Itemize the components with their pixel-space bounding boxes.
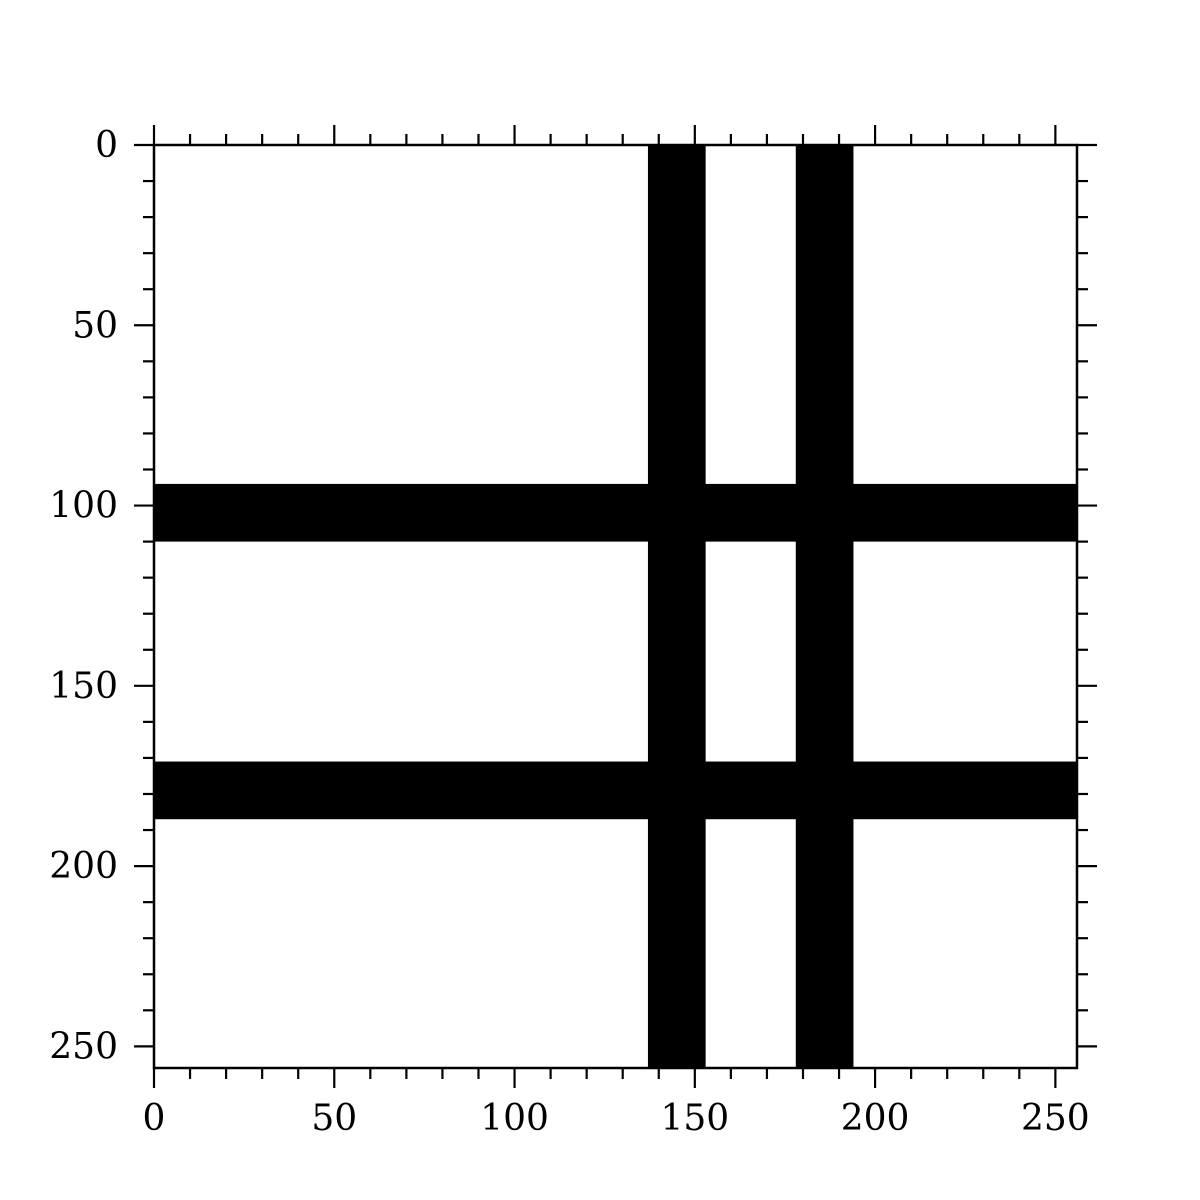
- axis-ticks: [134, 125, 1097, 1088]
- plot-frame: [152, 143, 1079, 1070]
- axis-tick-labels: 0 50 100 150 200 250 0 50 100 150 200 250: [49, 125, 1089, 1139]
- horizontal-band-1: [154, 483, 1077, 542]
- y-tick-label: 200: [49, 846, 118, 887]
- y-tick-label: 150: [49, 666, 118, 707]
- y-tick-label: 0: [95, 125, 118, 166]
- x-tick-label: 100: [480, 1098, 549, 1139]
- horizontal-band-2: [154, 761, 1077, 820]
- x-tick-label: 0: [143, 1098, 166, 1139]
- y-tick-label: 50: [72, 305, 118, 346]
- x-tick-label: 150: [660, 1098, 729, 1139]
- x-tick-label: 200: [841, 1098, 910, 1139]
- image-bands: [154, 145, 1077, 1068]
- x-tick-label: 50: [311, 1098, 357, 1139]
- x-tick-label: 250: [1021, 1098, 1090, 1139]
- vertical-band-1: [647, 145, 706, 1068]
- y-tick-label: 100: [49, 486, 118, 527]
- y-tick-label: 250: [49, 1026, 118, 1067]
- vertical-band-2: [795, 145, 854, 1068]
- plot-background: [154, 145, 1077, 1068]
